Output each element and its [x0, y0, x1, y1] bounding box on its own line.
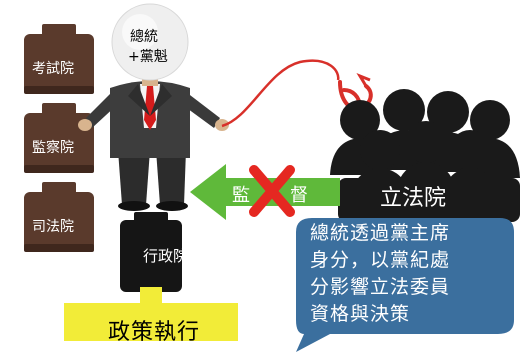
callout-line: 總統透過黨主席: [310, 222, 451, 244]
control-yuan-weight: [24, 103, 94, 173]
supervise-label-char1: 監: [232, 185, 250, 206]
president-figure: [78, 3, 229, 211]
executive-yuan-block: [120, 212, 182, 292]
policy-bar: [64, 287, 238, 341]
president-label-line1: 總統: [130, 29, 158, 45]
supervise-label-char2: 督: [290, 185, 308, 206]
exam-yuan-weight: [24, 24, 94, 94]
callout-line: 資格與決策: [310, 303, 411, 325]
callout-text: 總統透過黨主席 身分，以黨紀處 分影響立法委員 資格與決策: [310, 220, 490, 328]
policy-execution-label: 政策執行: [108, 320, 201, 345]
exam-yuan-label: 考試院: [32, 61, 74, 77]
judicial-yuan-label: 司法院: [32, 219, 74, 235]
president-label-line2: +黨魁: [128, 49, 168, 65]
legislature-crowd: [330, 89, 520, 222]
judicial-yuan-weight: [24, 182, 94, 252]
control-yuan-label: 監察院: [32, 140, 74, 156]
executive-yuan-label: 行政院: [143, 247, 189, 265]
callout-line: 身分，以黨紀處: [310, 249, 451, 271]
callout-box: [296, 218, 514, 352]
legislative-yuan-label: 立法院: [380, 186, 447, 211]
red-x-icon: [249, 165, 295, 217]
callout-line: 分影響立法委員: [310, 276, 451, 298]
